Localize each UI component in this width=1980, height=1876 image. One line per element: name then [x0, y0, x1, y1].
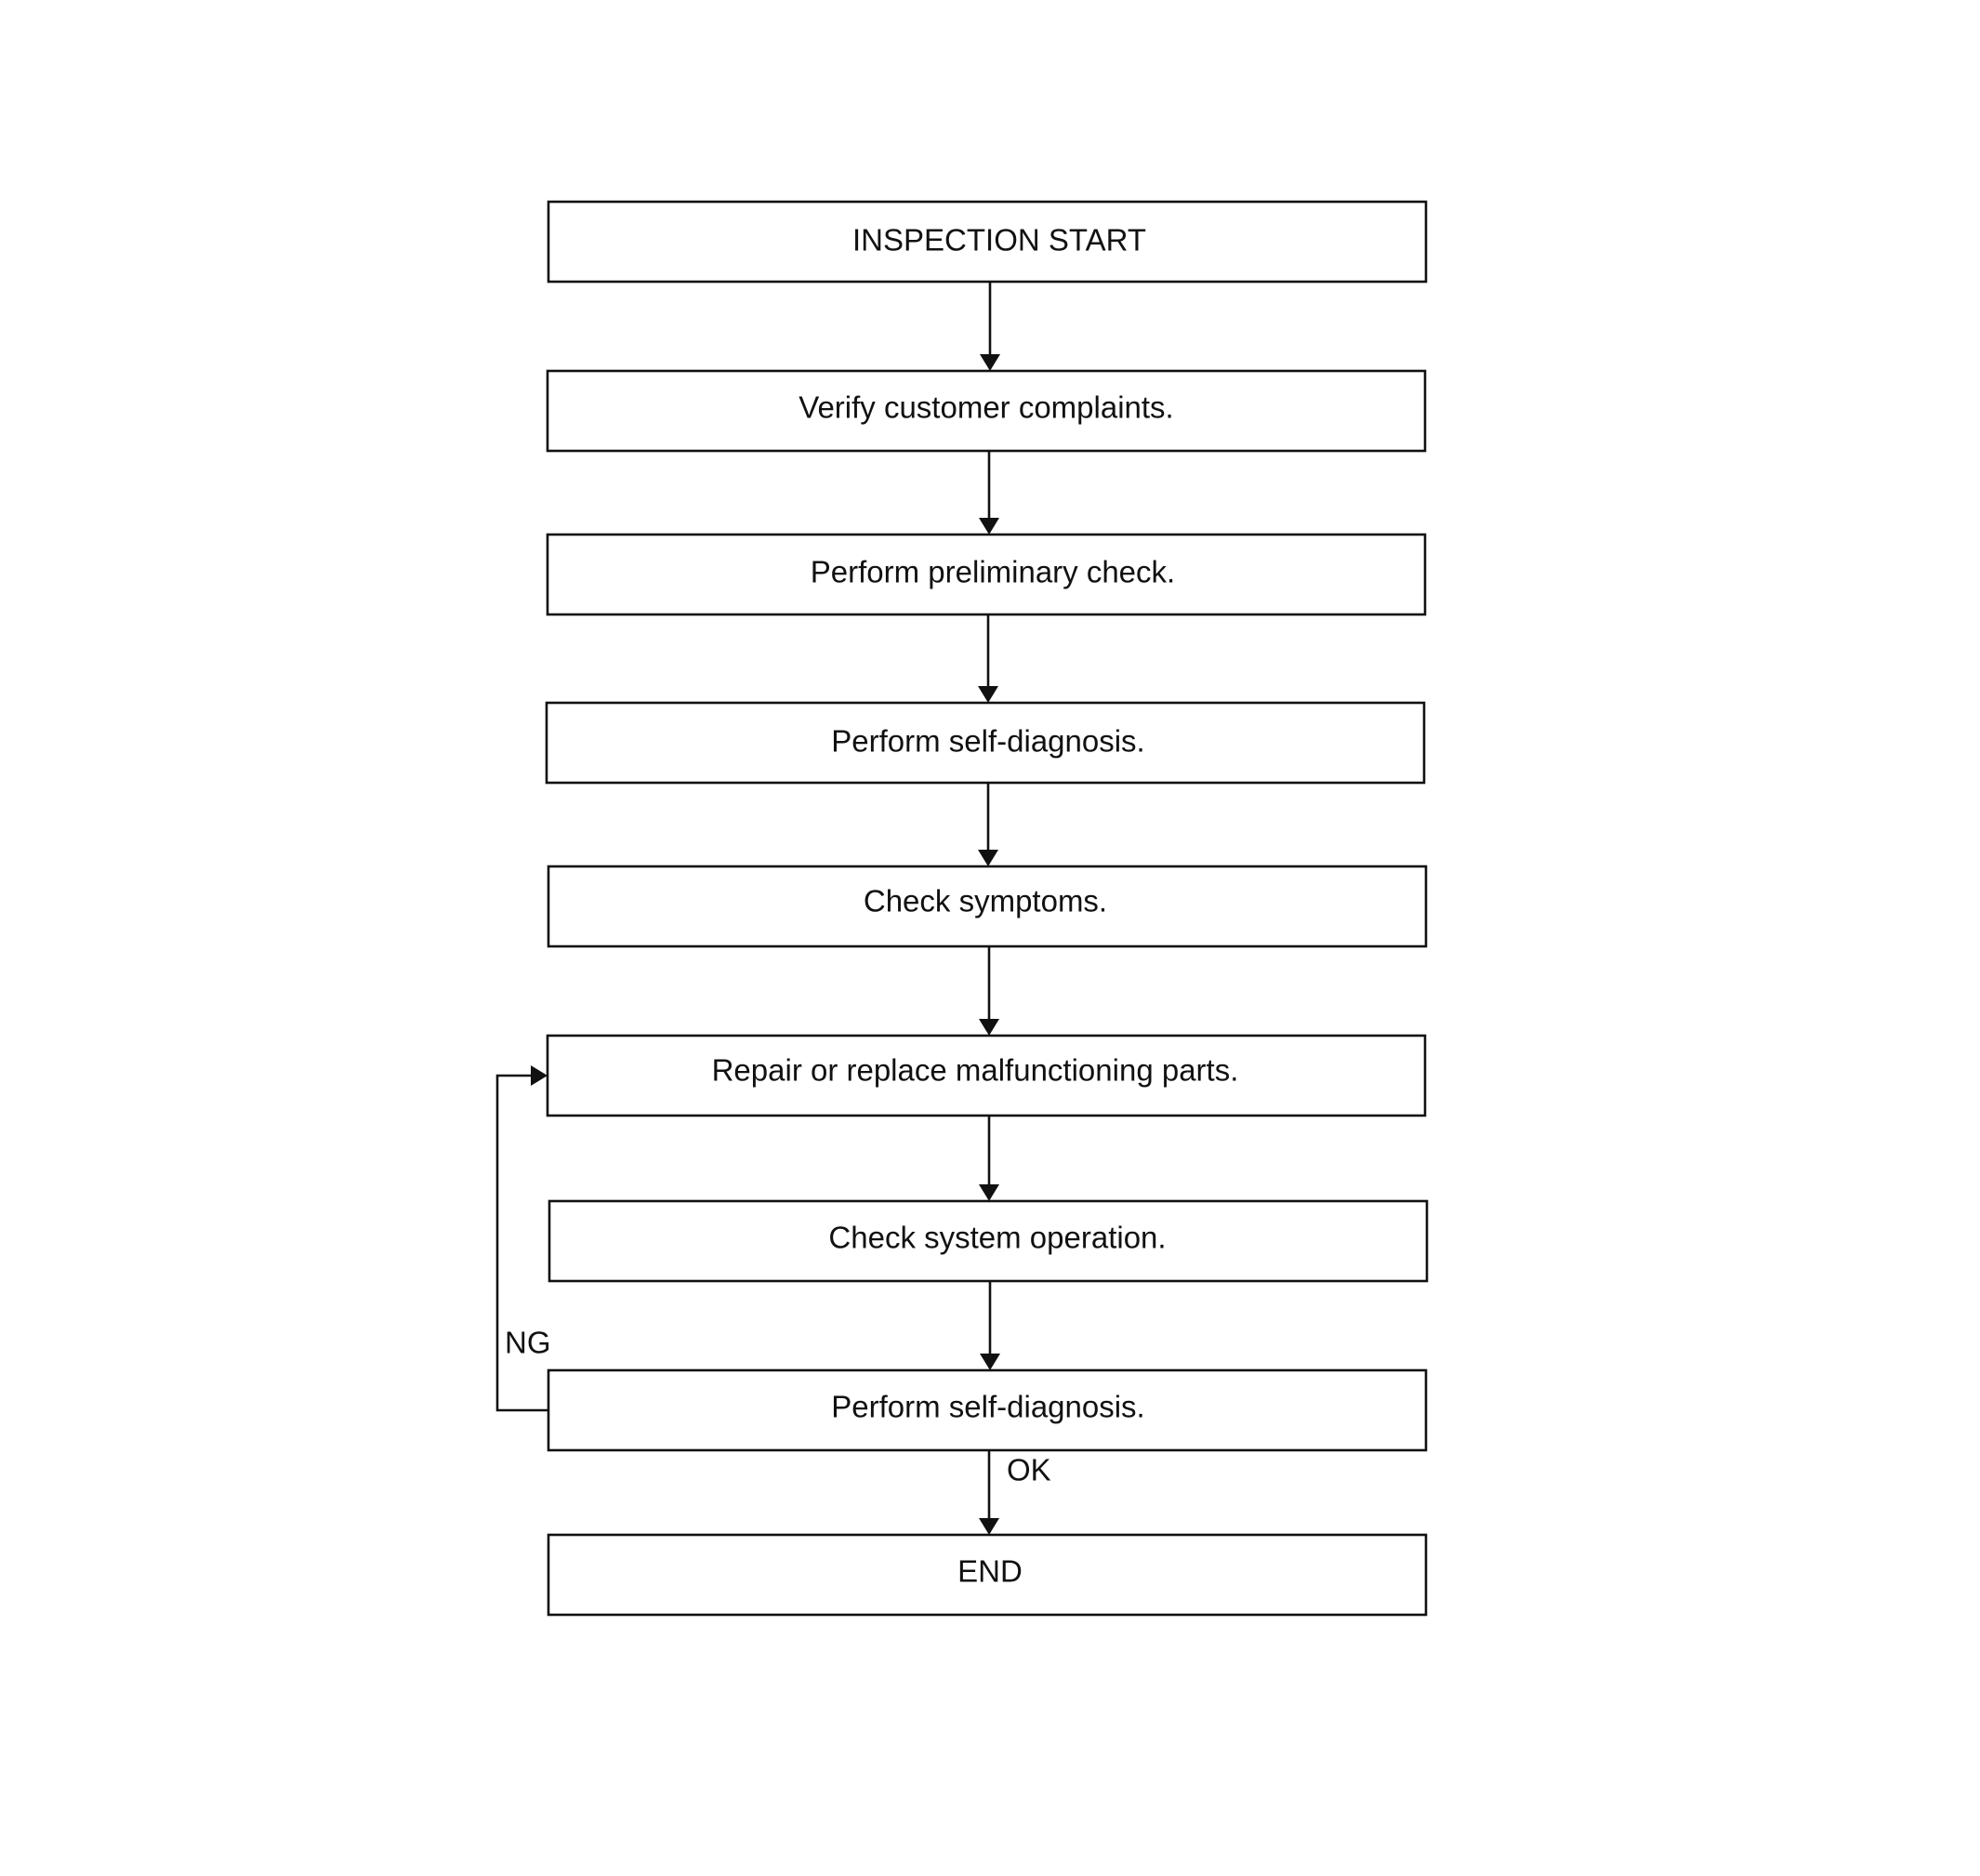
step-label: END: [957, 1554, 1023, 1589]
step-label: Perform self-diagnosis.: [831, 724, 1144, 759]
ng-branch-label: NG: [505, 1326, 551, 1360]
arrow-start-to-verify: [980, 282, 1000, 371]
arrow-ng-loop-to-repair: [495, 1065, 548, 1412]
arrow-verify-to-preliminary: [979, 451, 999, 535]
step-repair-replace: Repair or replace malfunctioning parts.: [546, 1034, 1427, 1117]
step-label: Repair or replace malfunctioning parts.: [712, 1053, 1239, 1088]
step-check-system-operation: Check system operation.: [548, 1199, 1429, 1283]
step-preliminary-check: Perform preliminary check.: [546, 533, 1427, 616]
step-label: Perform self-diagnosis.: [831, 1390, 1144, 1424]
step-label: Perform preliminary check.: [811, 555, 1175, 589]
arrow-ok-to-end: [979, 1450, 999, 1535]
arrow-symptoms-to-repair: [979, 946, 999, 1036]
arrow-repair-to-system-operation: [979, 1116, 999, 1201]
step-inspection-start: INSPECTION START: [547, 200, 1428, 284]
step-label: Check symptoms.: [864, 884, 1107, 918]
step-check-symptoms: Check symptoms.: [547, 865, 1428, 948]
arrow-system-operation-to-self-diagnosis: [980, 1281, 1000, 1370]
arrow-preliminary-to-self-diagnosis: [978, 614, 998, 703]
step-verify-complaints: Verify customer complaints.: [546, 369, 1427, 453]
step-label: Verify customer complaints.: [799, 390, 1173, 425]
step-end: END: [547, 1533, 1428, 1617]
step-self-diagnosis-2: Perform self-diagnosis.: [547, 1368, 1428, 1452]
ok-branch-label: OK: [1007, 1453, 1051, 1487]
step-self-diagnosis-1: Perform self-diagnosis.: [545, 701, 1426, 785]
arrow-self-diagnosis-to-symptoms: [978, 783, 998, 866]
step-label: INSPECTION START: [852, 223, 1146, 258]
step-label: Check system operation.: [828, 1221, 1166, 1255]
